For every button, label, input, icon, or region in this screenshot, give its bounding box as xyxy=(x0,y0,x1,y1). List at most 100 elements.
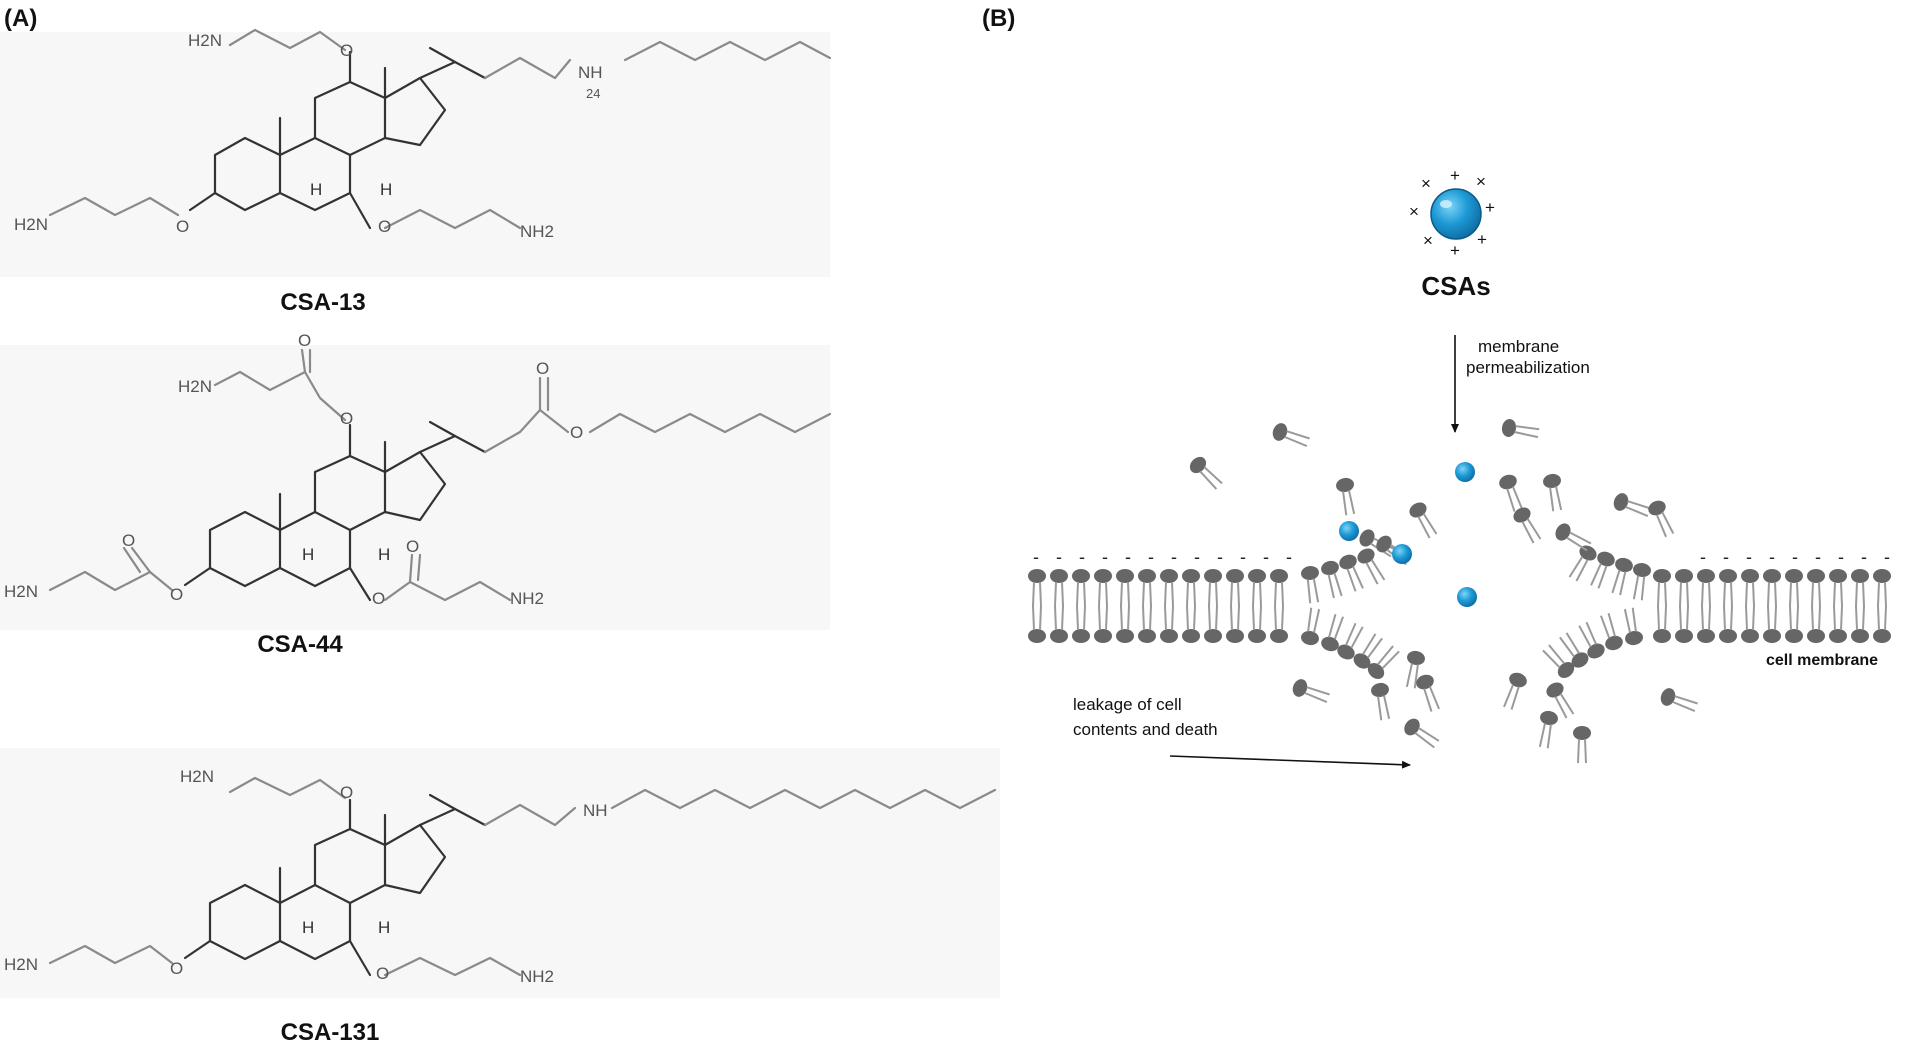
atom-label: O xyxy=(406,537,419,556)
lipid xyxy=(1851,569,1869,607)
atom-label: H2N xyxy=(4,582,38,601)
lipid xyxy=(1189,456,1223,490)
lipid xyxy=(1138,569,1156,607)
atom-label: NH xyxy=(583,801,608,820)
lipid xyxy=(1405,650,1425,689)
lipid xyxy=(1028,569,1046,607)
compound-name: CSA-131 xyxy=(281,1019,380,1044)
atom-label: O xyxy=(536,359,549,378)
lipid xyxy=(1272,423,1310,447)
membrane-label: cell membrane xyxy=(1766,652,1878,669)
lipid xyxy=(1873,605,1891,643)
membrane-charge: - xyxy=(1838,547,1844,567)
atom-label: O xyxy=(340,783,353,802)
lipid xyxy=(1653,569,1671,607)
atom-label: H xyxy=(378,918,390,937)
membrane-charge: - xyxy=(1079,547,1085,567)
lipid xyxy=(1543,473,1563,512)
atom-label: O xyxy=(176,217,189,236)
compound-structure-csa-131: H2N O H2N O O NH2 H H NH xyxy=(0,748,1000,998)
structure-backdrop xyxy=(0,345,830,630)
lipid xyxy=(1072,569,1090,607)
lipid xyxy=(1292,679,1330,703)
atom-label: H2N xyxy=(14,215,48,234)
lipid xyxy=(1719,569,1737,607)
atom-label: NH2 xyxy=(520,222,554,241)
lipid xyxy=(1416,674,1440,712)
panel-a-label: (A) xyxy=(4,5,37,32)
lipid xyxy=(1590,551,1615,589)
atom-label: O xyxy=(340,409,353,428)
atom-label: H xyxy=(310,180,322,199)
lipid xyxy=(1653,605,1671,643)
leak-label-line1: leakage of cell xyxy=(1073,695,1182,714)
lipid xyxy=(1336,477,1356,516)
csa-particle: + + + + × × × × xyxy=(1409,166,1495,260)
csa-particle-icon xyxy=(1392,544,1412,564)
lipid xyxy=(1357,548,1386,585)
lipid xyxy=(1513,507,1542,544)
free-lipids xyxy=(1189,419,1698,764)
membrane-charge: - xyxy=(1194,547,1200,567)
lipid xyxy=(1409,502,1438,539)
lipid xyxy=(1270,569,1288,607)
lipid xyxy=(1573,726,1591,764)
charge-cross: × xyxy=(1409,202,1419,221)
atom-label: O xyxy=(122,531,135,550)
lipid xyxy=(1611,557,1633,596)
lipid xyxy=(1226,605,1244,643)
atom-label: H xyxy=(378,545,390,564)
lipid xyxy=(1028,605,1046,643)
lipid xyxy=(1675,605,1693,643)
lipid xyxy=(1542,644,1575,678)
compound-structure-csa-13: H2N O H2N O O NH2 H H NH 24 xyxy=(0,28,832,277)
lipid xyxy=(1339,554,1364,592)
membrane-charge: - xyxy=(1056,547,1062,567)
lipid xyxy=(1873,569,1891,607)
atom-label: O xyxy=(378,217,391,236)
atom-label: O xyxy=(372,589,385,608)
lipid xyxy=(1072,605,1090,643)
lipid xyxy=(1337,622,1364,660)
lipid xyxy=(1160,605,1178,643)
lipid xyxy=(1321,560,1343,599)
lipid xyxy=(1116,569,1134,607)
lipid xyxy=(1697,569,1715,607)
lipid xyxy=(1807,569,1825,607)
lipid xyxy=(1660,688,1698,712)
compound-name: CSA-13 xyxy=(280,289,365,316)
lipid xyxy=(1599,612,1623,651)
membrane-charge: - xyxy=(1815,547,1821,567)
lipid xyxy=(1559,632,1589,668)
lipid xyxy=(1675,569,1693,607)
lipid xyxy=(1138,605,1156,643)
lipid xyxy=(1546,682,1575,719)
membrane-charge: - xyxy=(1792,547,1798,567)
charge-plus: + xyxy=(1450,166,1460,185)
lipid xyxy=(1648,500,1675,538)
atom-label: NH2 xyxy=(510,589,544,608)
lipid xyxy=(1499,474,1523,512)
arrow-label-line2: permeabilization xyxy=(1466,358,1590,377)
lipid xyxy=(1094,605,1112,643)
cell-membrane-bilayer: --------------------- xyxy=(1028,545,1891,679)
lipid xyxy=(1160,569,1178,607)
charge-cross: × xyxy=(1421,174,1431,193)
membrane-charge: - xyxy=(1769,547,1775,567)
lipid xyxy=(1301,565,1320,604)
atom-label: O xyxy=(170,585,183,604)
leakage-arrow xyxy=(1169,755,1411,769)
membrane-charge: - xyxy=(1217,547,1223,567)
lipid xyxy=(1613,493,1651,517)
lipid xyxy=(1807,605,1825,643)
atom-label: H xyxy=(380,180,392,199)
csa-particle-icon xyxy=(1455,462,1475,482)
lipid xyxy=(1204,605,1222,643)
lipid xyxy=(1763,569,1781,607)
lipid xyxy=(1719,605,1737,643)
atom-label: NH2 xyxy=(520,967,554,986)
atom-label: H xyxy=(302,918,314,937)
csa-sphere-icon xyxy=(1430,188,1482,240)
lipid xyxy=(1248,605,1266,643)
